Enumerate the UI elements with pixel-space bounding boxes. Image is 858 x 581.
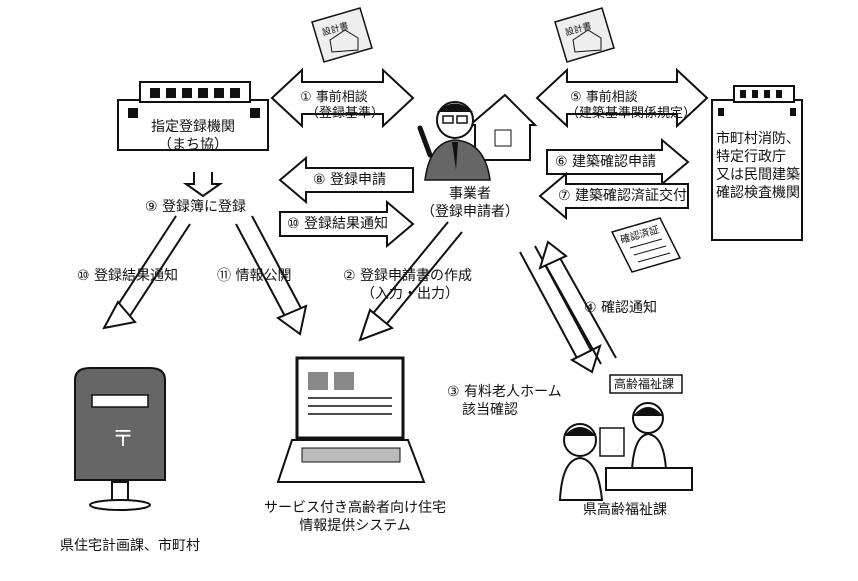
registry-agency-label: 指定登録機関 <box>151 119 235 135</box>
laptop-icon <box>276 356 426 483</box>
mailbox-mark: 〒 <box>112 427 135 452</box>
register-action-label: ⑨ 登録簿に登録 <box>145 199 247 215</box>
flow-11-label: ⑪ 情報公開 <box>217 268 292 284</box>
info-system-label-1: サービス付き高齢者向け住宅 <box>264 500 446 516</box>
mailbox-icon <box>74 367 166 511</box>
flow-7-label: ⑦ 建築確認済証交付 <box>558 188 688 204</box>
applicant-label: 事業者 <box>449 186 491 202</box>
blueprint-document-icon <box>311 7 373 63</box>
registry-building-icon <box>117 81 269 151</box>
flow-2-label: ② 登録申請書の作成 <box>343 268 473 284</box>
flow-arrow-3 <box>519 251 579 361</box>
flow-arrow-10b <box>125 223 191 323</box>
municipality-building-icon <box>711 85 803 241</box>
flow-arrow-1 <box>270 67 415 129</box>
welfare-office-label: 県高齢福祉課 <box>583 502 667 518</box>
flow-arrow-10a <box>279 199 415 249</box>
flow-8-label: ⑧ 登録申請 <box>313 172 387 188</box>
flow-arrow-2 <box>384 231 463 327</box>
flow-arrow-8 <box>278 155 414 205</box>
welfare-sign-label: 高齢福祉課 <box>614 377 675 391</box>
municipality-label-3: 又は民間建築 <box>716 167 800 183</box>
flow-10b-label: ⑩ 登録結果通知 <box>77 268 179 284</box>
flow-3-label: ③ 有料老人ホーム <box>447 384 562 400</box>
municipality-label-4: 確認検査機関 <box>716 185 800 201</box>
municipality-label-2: 特定行政庁 <box>716 149 786 165</box>
flow-6-label: ⑥ 建築確認申請 <box>555 154 657 170</box>
flow-arrow-4 <box>559 257 617 359</box>
flow-4-label: ④ 確認通知 <box>584 300 658 316</box>
applicant-sub-label: （登録申請者） <box>421 204 519 220</box>
flow-arrow-5 <box>535 67 709 129</box>
flow-2-sub-label: （入力・出力） <box>361 286 459 302</box>
flow-arrow-11 <box>235 223 288 321</box>
welfare-office-counter-icon <box>558 374 693 501</box>
municipality-label-1: 市町村消防、 <box>716 131 800 147</box>
registry-agency-sub-label: （まち協） <box>158 137 228 153</box>
flow-5-label: ⑤ 事前相談 <box>570 90 638 105</box>
info-system-label-2: 情報提供システム <box>299 518 411 534</box>
flow-1-sub-label: （登録基準） <box>306 106 385 121</box>
prefecture-housing-label: 県住宅計画課、市町村 <box>60 538 200 554</box>
flow-arrow-7 <box>538 171 689 221</box>
flow-3-sub-label: 該当確認 <box>462 402 518 418</box>
blueprint-document-icon-2 <box>554 7 615 63</box>
diagonal-arrows <box>102 215 617 374</box>
flow-arrow-down <box>182 172 224 198</box>
certificate-icon <box>610 217 682 273</box>
flow-1-label: ① 事前相談 <box>300 90 368 105</box>
applicant-businessman-icon <box>417 93 538 181</box>
flow-10a-label: ⑩ 登録結果通知 <box>287 216 389 232</box>
flow-5-sub-label: （建築基準関係規定） <box>566 106 697 121</box>
